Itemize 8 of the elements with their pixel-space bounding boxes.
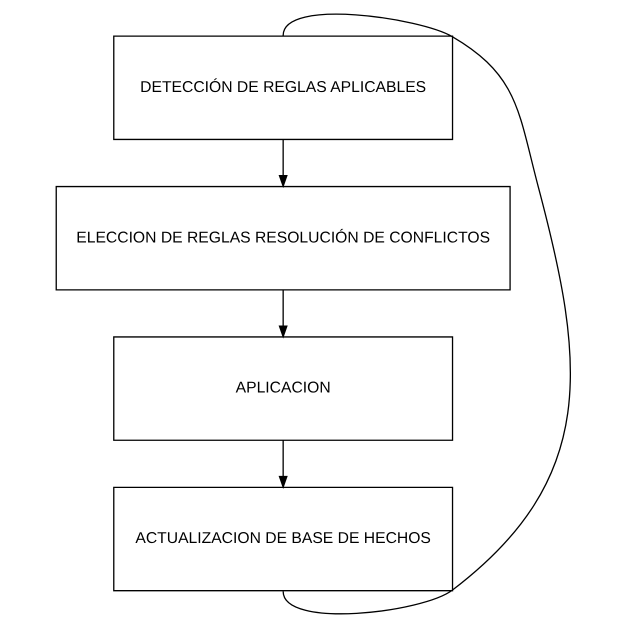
node-box: ELECCION DE REGLAS RESOLUCIÓN DE CONFLICTOS [55, 186, 510, 291]
node-box: ACTUALIZACION DE BASE DE HECHOS [112, 486, 453, 592]
node-box: DETECCIÓN DE REGLAS APLICABLES [112, 35, 453, 140]
arrow [278, 290, 288, 339]
arrow [278, 440, 288, 489]
connector [282, 14, 570, 614]
arrow [278, 140, 288, 188]
node-box: APLICACION [112, 336, 453, 441]
